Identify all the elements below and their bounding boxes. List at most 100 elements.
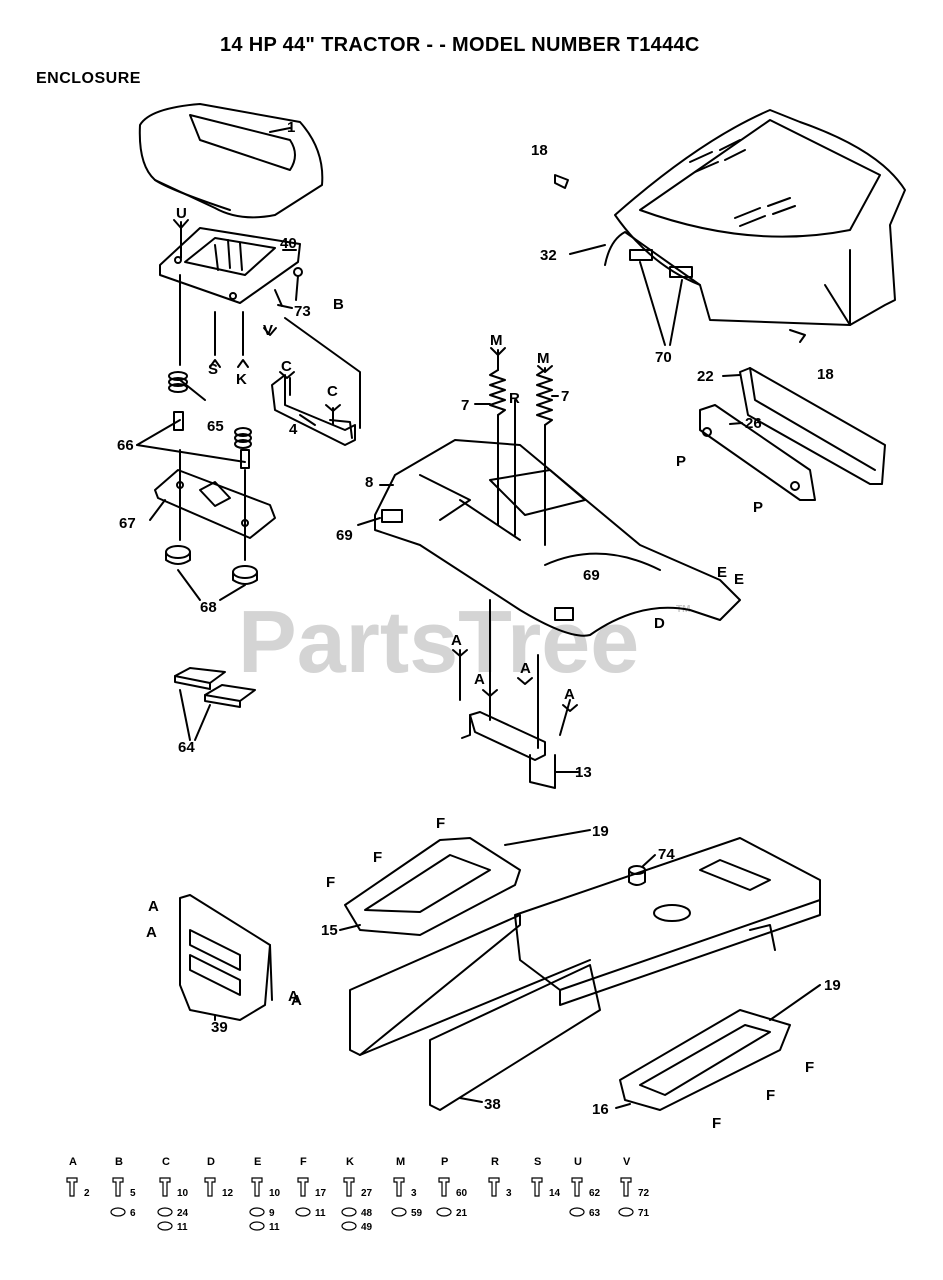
part-number-label[interactable]: 4 <box>289 421 298 438</box>
hardware-part-number[interactable]: 5 <box>130 1188 136 1199</box>
fender-support-drawing[interactable] <box>459 599 571 789</box>
part-number-label[interactable]: 18 <box>531 142 548 159</box>
seat-plate-drawing[interactable] <box>154 469 276 539</box>
grille-drawing[interactable] <box>179 894 273 1021</box>
part-number-label[interactable]: 15 <box>321 922 338 939</box>
part-number-label[interactable]: 66 <box>117 437 134 454</box>
hardware-part-number[interactable]: 2 <box>84 1188 90 1199</box>
hardware-part-number[interactable]: 9 <box>269 1208 275 1219</box>
hood-drawing[interactable] <box>604 109 906 326</box>
hardware-part-number[interactable]: 62 <box>589 1188 601 1199</box>
part-number-label[interactable]: 26 <box>745 415 762 432</box>
hardware-part-number[interactable]: 14 <box>549 1188 561 1199</box>
part-number-label[interactable]: 32 <box>540 247 557 264</box>
bolt-icon <box>343 1177 355 1197</box>
part-number-label[interactable]: 74 <box>658 846 675 863</box>
hardware-part-number[interactable]: 72 <box>638 1188 650 1199</box>
part-number-label[interactable]: 7 <box>561 388 569 405</box>
part-number-label[interactable]: 70 <box>655 349 672 366</box>
hardware-part-number[interactable]: 12 <box>222 1188 234 1199</box>
part-number-label[interactable]: 13 <box>575 764 592 781</box>
seat-pan-drawing[interactable] <box>159 221 303 304</box>
reference-letter-label: A <box>288 988 299 1005</box>
part-number-label[interactable]: 39 <box>211 1019 228 1036</box>
frame-drawing[interactable] <box>514 837 821 1006</box>
hardware-part-number[interactable]: 6 <box>130 1208 136 1219</box>
pad-drawings[interactable] <box>174 667 256 708</box>
label-leaders <box>136 127 821 1109</box>
hardware-part-number[interactable]: 60 <box>456 1188 468 1199</box>
part-number-label[interactable]: 73 <box>294 303 311 320</box>
reference-letter-label: C <box>327 383 338 400</box>
reference-letter-label: B <box>333 296 344 313</box>
part-number-label[interactable]: 16 <box>592 1101 609 1118</box>
bumper-drawings[interactable] <box>165 545 258 585</box>
reference-letter-label: K <box>236 371 247 388</box>
hardware-part-number[interactable]: 27 <box>361 1188 373 1199</box>
part-number-label[interactable]: 64 <box>178 739 195 756</box>
hardware-part-number[interactable]: 11 <box>315 1208 326 1219</box>
rear-panel-drawing[interactable] <box>739 367 886 485</box>
hardware-part-number[interactable]: 21 <box>456 1208 468 1219</box>
footrest-left-drawing[interactable] <box>344 837 521 936</box>
hardware-letter: P <box>441 1156 448 1168</box>
reference-letter-label: F <box>805 1059 814 1076</box>
reference-markers <box>173 219 578 712</box>
hardware-part-number[interactable]: 48 <box>361 1208 373 1219</box>
hardware-part-number[interactable]: 3 <box>506 1188 512 1199</box>
hardware-part-number[interactable]: 11 <box>269 1222 280 1233</box>
nut-icon <box>436 1207 452 1217</box>
part-number-label[interactable]: 22 <box>697 368 714 385</box>
bolt-icon <box>488 1177 500 1197</box>
part-number-label[interactable]: 40 <box>280 235 297 252</box>
hardware-part-number[interactable]: 59 <box>411 1208 423 1219</box>
part-number-label[interactable]: 67 <box>119 515 136 532</box>
reference-letter-label: U <box>176 205 187 222</box>
bolt-icon <box>393 1177 405 1197</box>
nut-icon <box>249 1207 265 1217</box>
hardware-column-r: R3 <box>488 1156 512 1199</box>
hardware-letter: A <box>69 1156 77 1168</box>
hardware-part-number[interactable]: 11 <box>177 1222 188 1233</box>
fender-drawing[interactable] <box>374 439 741 637</box>
fender-springs[interactable] <box>489 349 553 546</box>
reference-letter-label: F <box>373 849 382 866</box>
hardware-part-number[interactable]: 3 <box>411 1188 417 1199</box>
support-plate-drawing[interactable] <box>699 404 816 501</box>
seat-bracket-drawing[interactable] <box>271 317 361 446</box>
hardware-column-k: K 27 48 49 <box>341 1156 373 1233</box>
footrest-right-drawing[interactable] <box>619 1009 791 1111</box>
part-number-label[interactable]: 19 <box>824 977 841 994</box>
hardware-part-number[interactable]: 10 <box>269 1188 281 1199</box>
hardware-letter: V <box>623 1156 631 1168</box>
part-number-label[interactable]: 69 <box>583 567 600 584</box>
hardware-part-number[interactable]: 17 <box>315 1188 327 1199</box>
clip-drawings[interactable] <box>554 174 806 343</box>
part-number-label[interactable]: 8 <box>365 474 373 491</box>
reference-letter-label: P <box>753 499 763 516</box>
part-number-label[interactable]: 69 <box>336 527 353 544</box>
part-number-label[interactable]: 7 <box>461 397 469 414</box>
hardware-part-number[interactable]: 24 <box>177 1208 189 1219</box>
nut-icon <box>341 1207 357 1217</box>
spring-drawings[interactable] <box>168 371 252 469</box>
part-number-label[interactable]: 19 <box>592 823 609 840</box>
part-number-label[interactable]: 65 <box>207 418 224 435</box>
bolt-icon <box>571 1177 583 1197</box>
part-number-label[interactable]: 68 <box>200 599 217 616</box>
part-number-label[interactable]: 18 <box>817 366 834 383</box>
hardware-part-number[interactable]: 49 <box>361 1222 373 1233</box>
hardware-letter: K <box>346 1156 354 1168</box>
hardware-part-number[interactable]: 71 <box>638 1208 650 1219</box>
reference-letter-label: A <box>451 632 462 649</box>
hardware-part-number[interactable]: 10 <box>177 1188 189 1199</box>
part-number-label[interactable]: 38 <box>484 1096 501 1113</box>
hardware-column-p: P 60 21 <box>436 1156 468 1219</box>
hardware-part-number[interactable]: 63 <box>589 1208 601 1219</box>
seat-drawing[interactable] <box>138 103 324 219</box>
reference-letter-label: M <box>537 350 550 367</box>
part-number-label[interactable]: 1 <box>287 119 295 136</box>
bolt-icon <box>438 1177 450 1197</box>
frame-rails-drawing[interactable] <box>349 914 601 1111</box>
